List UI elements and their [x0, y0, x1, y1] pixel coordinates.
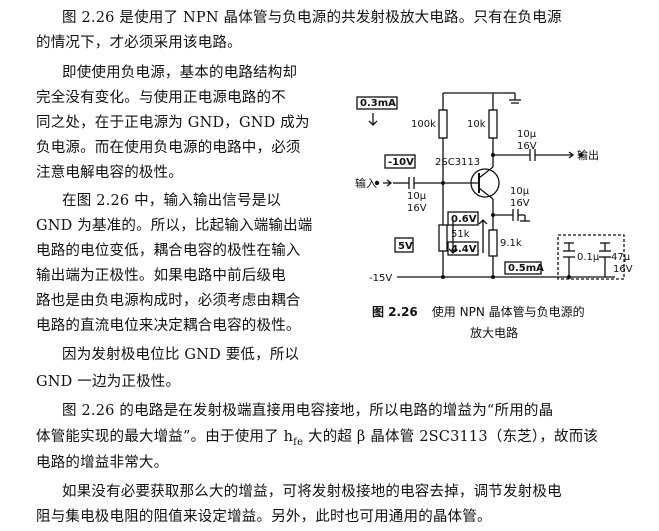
label-current-top: 0.3mA [360, 98, 396, 109]
label-cap-dec1: 0.1μ [577, 252, 600, 263]
label-cap-e-value: 10μ [510, 186, 530, 197]
paragraph-3-line-6: 电路的直流电位来决定耦合电容的极性。 [36, 318, 301, 334]
label-r2: 10k [467, 119, 486, 130]
paragraph-1-line-1: 图 2.26 是使用了 NPN 晶体管与负电源的共发射极放大电路。只有在负电源 [62, 10, 562, 26]
label-current-bottom: 0.5mA [508, 263, 544, 274]
paragraph-2-line-2: 完全没有变化。与使用正电源电路的不 [36, 90, 286, 106]
paragraph-3-line-1: 在图 2.26 中，输入输出信号是以 [62, 193, 282, 209]
paragraph-6-line-1: 如果没有必要获取那么大的增益，可将发射极接地的电容去掉，调节发射极电 [62, 484, 562, 500]
paragraph-4-line-1: 因为发射极电位比 GND 要低，所以 [62, 347, 300, 363]
paragraph-3-line-4: 输出端为正极性。如果电路中前后级电 [36, 268, 286, 284]
paragraph-4-line-2: GND 一边为正极性。 [36, 374, 181, 390]
hfe-subscript: fe [293, 436, 304, 448]
paragraph-5-line-3: 电路的增益非常大。 [36, 455, 169, 471]
paragraph-3-line-3: 电路的电位变低，耦合电容的极性在输入 [36, 243, 301, 259]
label-r3: 51k [451, 229, 470, 240]
junction-dots [374, 152, 584, 279]
label-cap-in-voltage: 16V [407, 203, 427, 214]
label-cap-dec2-value: 47μ [611, 252, 631, 263]
paragraph-3-line-2: GND 为基准的。所以，比起输入端输出端 [36, 218, 313, 234]
label-cap-e-voltage: 16V [510, 198, 530, 209]
label-ve: 4.4V [451, 244, 477, 255]
label-cap-in-value: 10μ [407, 191, 427, 202]
paragraph-5-line-2-part-a: 体管能实现的最大增益”。由于使用了 h [36, 429, 294, 445]
label-r1: 100k [411, 119, 436, 130]
figure-number: 图 2.26 [372, 305, 418, 319]
paragraph-5-line-1: 图 2.26 的电路是在发射极端直接用电容接地，所以电路的增益为“所用的晶 [62, 403, 554, 419]
paragraph-2-line-4: 负电源。而在使用负电源的电路中，必须 [36, 140, 301, 156]
figure-caption-text-1: 使用 NPN 晶体管与负电源的 [431, 305, 585, 319]
paragraph-6-line-2: 阻与集电极电阻的阻值来设定增益。另外，此时也可用通用的晶体管。 [36, 509, 492, 525]
label-v-r3: 5V [398, 241, 413, 252]
circuit-wires [356, 92, 625, 280]
paragraph-1-line-2: 的情况下，才必须采用该电路。 [36, 35, 242, 51]
figure-caption-line-2: 放大电路 [470, 326, 519, 340]
circuit-diagram: 0.3mA 100k 10k 10μ 16V 输出 -10V 2SC3113 输… [355, 92, 633, 284]
paragraph-2-line-5: 注意电解电容的极性。 [36, 165, 183, 181]
label-vbase: -10V [388, 157, 414, 168]
paragraph-5-line-2-part-b: 大的超 β 晶体管 2SC3113（东芝），故而该 [303, 429, 599, 445]
paragraph-5-line-2: 体管能实现的最大增益”。由于使用了 hfe 大的超 β 晶体管 2SC3113（… [36, 427, 598, 453]
label-cap-out-voltage: 16V [517, 141, 537, 152]
label-transistor: 2SC3113 [435, 157, 480, 168]
label-output: 输出 [577, 148, 599, 162]
paragraph-3-line-5: 路也是由负电源构成时，必须考虑由耦合 [36, 293, 301, 309]
paragraph-2-line-1: 即使使用负电源，基本的电路结构却 [62, 65, 298, 81]
label-supply: -15V [369, 273, 392, 284]
label-input: 输入 [355, 176, 377, 190]
label-vbe: 0.6V [451, 214, 477, 225]
paragraph-2-line-3: 同之处，在于正电源为 GND，GND 成为 [36, 115, 310, 131]
figure-caption-line-1: 图 2.26 使用 NPN 晶体管与负电源的 [372, 304, 585, 320]
label-r4: 9.1k [500, 238, 522, 249]
label-cap-dec2-voltage: 16V [613, 264, 633, 275]
label-cap-out-value: 10μ [517, 129, 537, 140]
